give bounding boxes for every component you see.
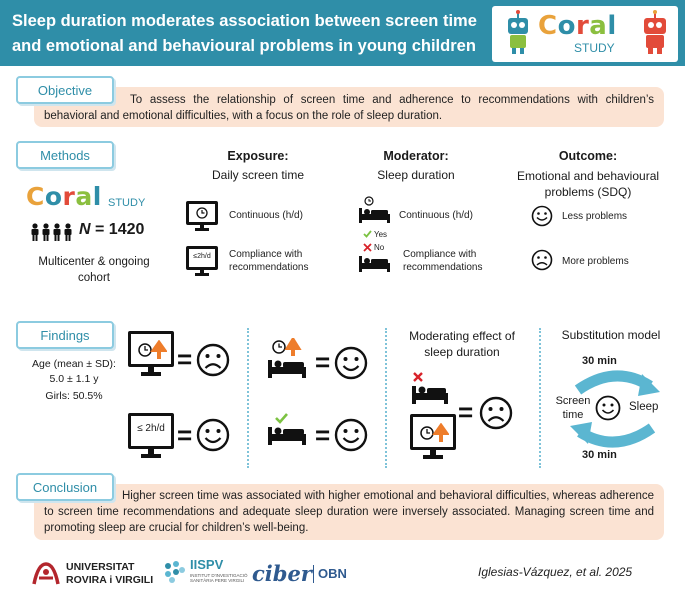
happy-face-icon: [334, 418, 368, 452]
exposure-title: Exposure:: [227, 149, 289, 163]
exposure-compliance-label: Compliance with recommendations: [229, 249, 309, 273]
bed-check-icon: [268, 413, 306, 445]
monitor-clock-up-icon: [410, 414, 456, 462]
coral-wordmark: Coral: [26, 182, 102, 211]
objective-box: [34, 87, 664, 127]
monitor-clock-up-icon: [128, 331, 174, 379]
more-problems-label: More problems: [562, 256, 629, 267]
robot-icon: [644, 10, 666, 54]
moderator-title: Moderator:: [383, 149, 449, 163]
tab-methods: Methods: [16, 141, 114, 169]
happy-face-icon: [595, 395, 621, 421]
monitor-limit-icon: ≤ 2h/d: [128, 413, 174, 461]
conclusion-box: [34, 484, 664, 540]
check-icon: [363, 230, 372, 238]
equals-sign: =: [177, 420, 193, 450]
bed-clock-icon: [359, 196, 390, 223]
sad-face-icon: [531, 249, 553, 271]
iispv-logo-text: IISPV: [190, 557, 224, 572]
cross-icon: [363, 243, 372, 252]
substitution-top-label: 30 min: [582, 355, 617, 367]
outcome-title: Outcome:: [558, 149, 618, 163]
sad-face-icon: [196, 343, 230, 377]
moderator-compliance-label: Compliance with recommendations: [403, 249, 483, 273]
happy-face-icon: [334, 346, 368, 380]
page-title: Sleep duration moderates association bet…: [12, 12, 477, 55]
tab-findings: Findings: [16, 321, 114, 349]
study-wordmark: STUDY: [108, 197, 146, 209]
substitution-right-label: Sleep: [629, 401, 659, 413]
tab-objective: Objective: [16, 76, 114, 104]
moderator-continuous-label: Continuous (h/d): [399, 210, 473, 221]
happy-face-icon: [531, 205, 553, 227]
equals-sign: =: [315, 347, 331, 377]
bed-cross-icon: [412, 372, 448, 404]
sample-size: N = 1420: [79, 221, 145, 238]
objective-text: To assess the relationship of screen tim…: [44, 94, 654, 122]
exposure-continuous-label: Continuous (h/d): [229, 210, 303, 221]
conclusion-text: Higher screen time was associated with h…: [44, 490, 654, 534]
coral-study-header-logo: Coral STUDY: [492, 6, 678, 62]
citation: Iglesias-Vázquez, et al. 2025: [478, 565, 633, 579]
substitution-cycle-icon: [570, 370, 660, 448]
equals-sign: =: [458, 397, 474, 427]
substitution-title: Substitution model: [561, 328, 661, 342]
equals-sign: =: [315, 420, 331, 450]
exposure-subtitle: Daily screen time: [211, 168, 305, 182]
happy-face-icon: [196, 418, 230, 452]
coral-wordmark: Coral: [538, 11, 617, 41]
no-label: No: [374, 243, 385, 252]
iispv-logo-icon: [165, 561, 185, 583]
urv-logo-icon: [32, 562, 60, 585]
substitution-bottom-label: 30 min: [582, 449, 617, 461]
substitution-left-label: Screen time: [555, 395, 591, 421]
cohort-description: Multicenter & ongoing cohort: [38, 256, 150, 284]
moderating-title: Moderating effect of sleep duration: [409, 329, 515, 359]
ciber-logo-text: ciber: [252, 561, 312, 586]
outcome-subtitle: Emotional and behavioural problems (SDQ): [516, 169, 660, 199]
study-wordmark: STUDY: [574, 41, 615, 55]
ciber-divider: [313, 565, 314, 583]
findings-age: Age (mean ± SD): 5.0 ± 1.1 y Girls: 50.5…: [32, 358, 116, 402]
divider: [247, 328, 249, 468]
obn-logo-text: OBN: [318, 566, 347, 581]
bed-icon: [359, 256, 390, 272]
less-problems-label: Less problems: [562, 211, 628, 222]
moderator-subtitle: Sleep duration: [377, 168, 455, 182]
equals-sign: =: [177, 344, 193, 374]
divider: [385, 328, 387, 468]
tab-conclusion: Conclusion: [16, 473, 114, 501]
robot-icon: [508, 10, 528, 54]
divider: [539, 328, 541, 468]
monitor-limit-icon: ≤2h/d: [186, 246, 218, 278]
monitor-clock-icon: [186, 201, 218, 231]
sad-face-icon: [479, 396, 513, 430]
bed-clock-up-icon: [268, 338, 306, 378]
yes-label: Yes: [374, 230, 388, 239]
iispv-logo-subtext: INSTITUT D'INVESTIGACIÓ SANITÀRIA PERE V…: [190, 573, 248, 583]
urv-logo-text: UNIVERSITAT ROVIRA i VIRGILI: [66, 561, 154, 586]
people-icon: [31, 223, 72, 241]
